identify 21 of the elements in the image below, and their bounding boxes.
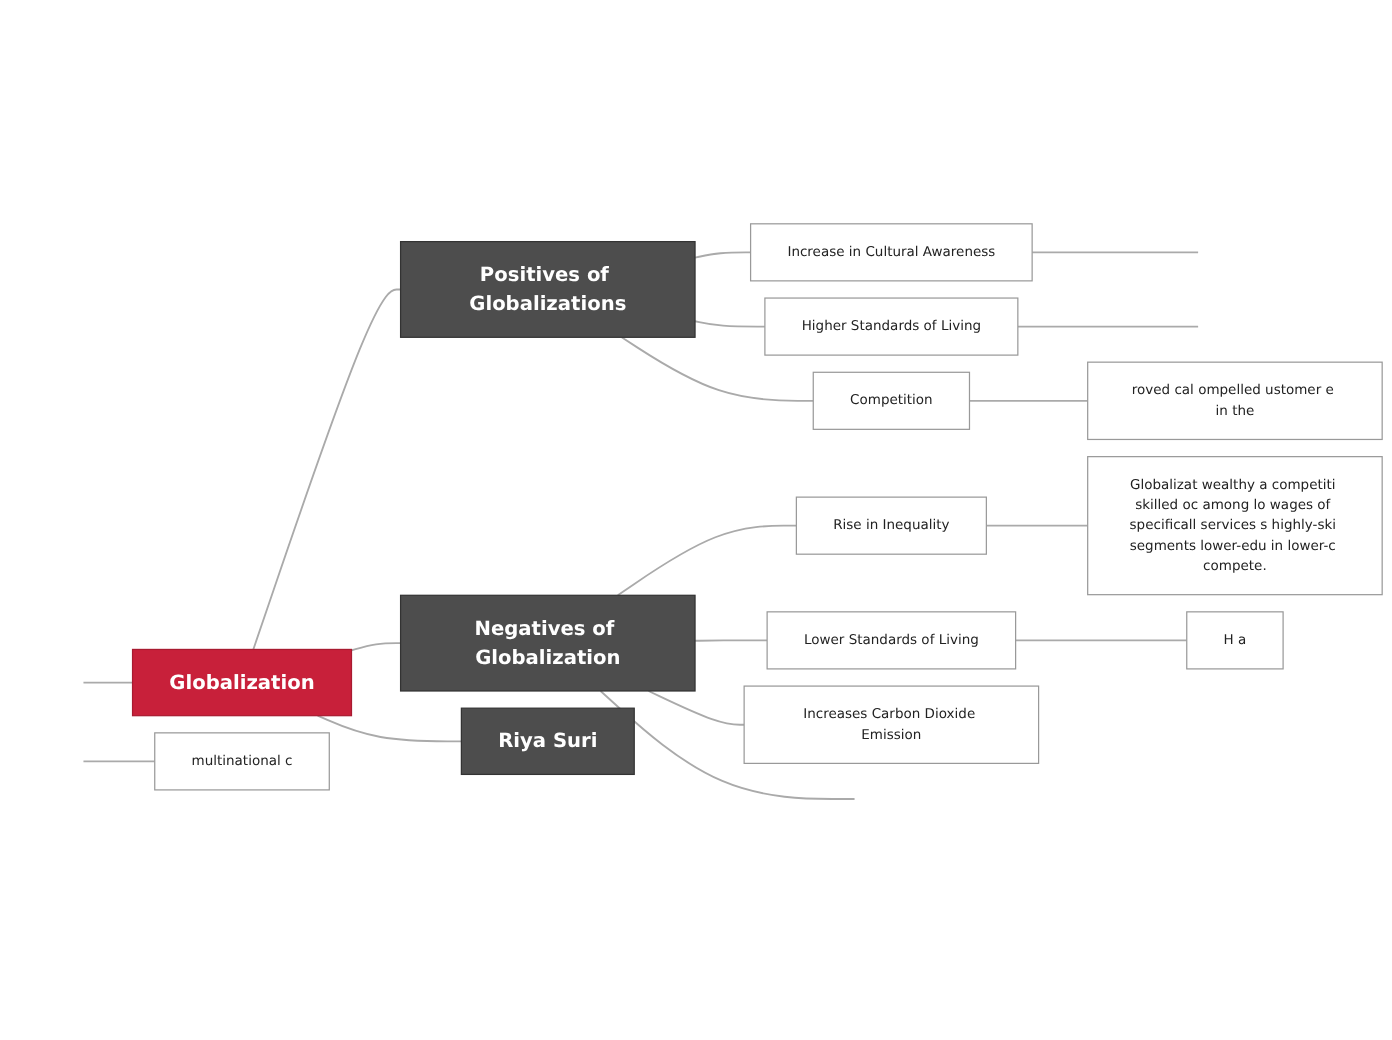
connector	[968, 399, 1089, 402]
connector	[620, 335, 815, 402]
connector	[1016, 325, 1200, 327]
node-box: Positives of Globalizations	[399, 240, 696, 338]
connector	[1014, 638, 1188, 641]
connector	[316, 714, 463, 742]
node-box: Negatives of Globalization	[399, 594, 696, 691]
connector	[82, 681, 134, 683]
connector	[82, 759, 156, 762]
connector	[599, 689, 856, 800]
connector	[647, 689, 746, 726]
connector	[616, 524, 798, 596]
connector	[985, 524, 1089, 526]
connector	[350, 641, 402, 651]
connector	[694, 250, 752, 258]
connector	[694, 319, 766, 327]
node-box: Globalization	[131, 648, 353, 716]
connector	[1031, 250, 1200, 253]
connector	[252, 287, 402, 650]
node-box: Riya Suri	[460, 706, 635, 775]
connector	[694, 638, 769, 642]
